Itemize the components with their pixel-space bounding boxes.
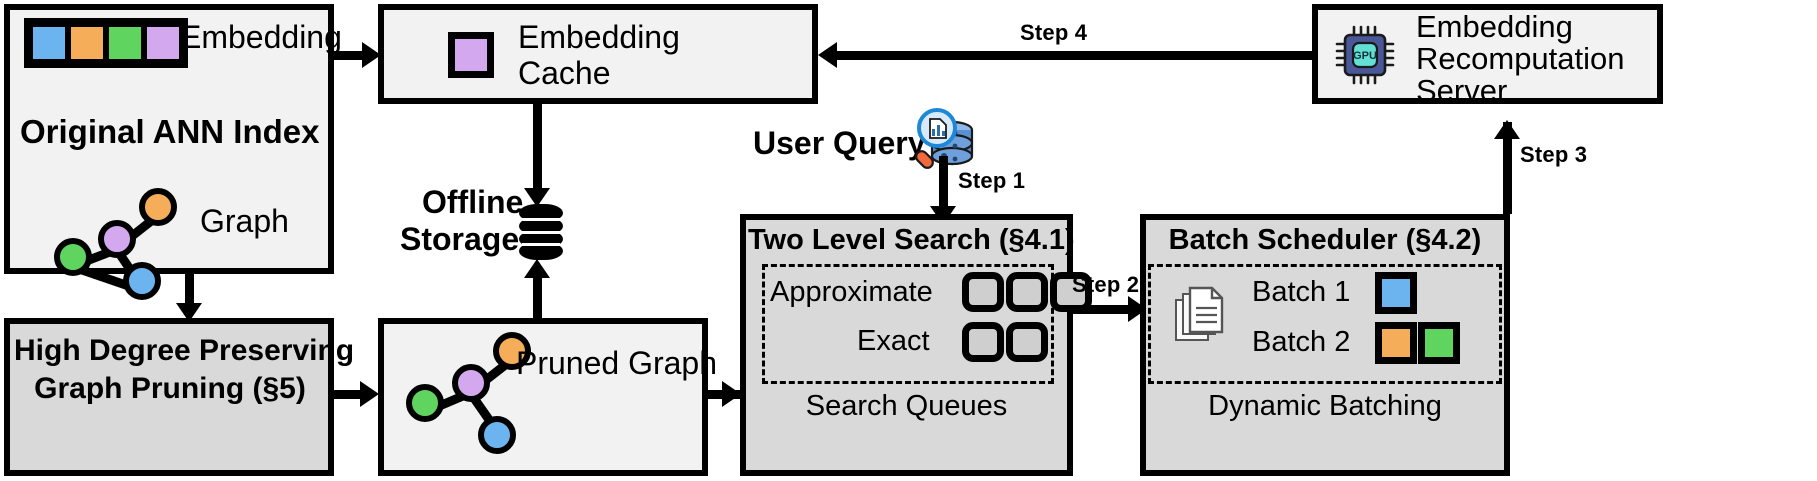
search-database-icon [915,108,974,169]
graph-node-blue [478,416,516,454]
arrow-pruned-to-storage-head [524,259,550,278]
approximate-queue-chips [962,272,1092,312]
dynamic-batching-dashed-region [1148,264,1502,384]
batch-1-swatch-blue [1375,272,1417,314]
gpu-chip-icon: GPU [1335,25,1395,85]
exact-row-label: Exact [857,325,930,357]
embedding-label: Embedding [180,19,342,55]
embedding-swatch-strip [24,18,188,68]
offline-storage-line1: Offline [422,184,524,220]
search-queues-dashed-region [762,264,1054,384]
database-cylinder-icon [519,204,563,260]
batch-2-label: Batch 2 [1252,326,1351,358]
embedding-swatch-orange [68,24,106,62]
batch-1-label: Batch 1 [1252,276,1351,308]
search-queues-caption: Search Queues [805,390,1008,422]
recomputation-server-line2: Recomputation [1416,41,1625,76]
queue-chip [962,322,1004,362]
approximate-row-label: Approximate [770,276,933,308]
pruned-graph-label: Pruned Graph [516,345,718,381]
recomputation-server-line1: Embedding [1416,9,1573,44]
dynamic-batching-caption: Dynamic Batching [1208,390,1442,422]
arrow-cache-to-storage-head [524,188,550,207]
queue-chip [1050,272,1092,312]
arrow-index-to-pruning-line [185,274,194,308]
step-3-label: Step 3 [1520,142,1588,167]
two-level-search-title: Two Level Search (§4.1) [748,224,1075,256]
cache-embedding-swatch [448,32,494,78]
arrow-pruning-to-pruned-head [360,381,379,407]
graph-label: Graph [200,203,289,239]
cyl-seam [521,231,561,234]
pruned-graph-widget [398,324,538,454]
embedding-swatch-blue [30,24,68,62]
arrow-pruned-to-storage-line [533,276,542,322]
original-index-graph [40,170,180,300]
graph-node-orange [493,332,531,370]
arrow-index-to-cache-line [334,51,370,60]
recomputation-server-line3: Server [1416,73,1508,108]
arrow-step4-line [836,51,1312,60]
step-2-label: Step 2 [1072,272,1140,297]
embedding-cache-line2: Cache [518,55,611,91]
arrow-step3-head [1494,120,1520,139]
graph-node-green [54,238,92,276]
arrow-pruned-to-search-head [722,381,741,407]
arrow-step2-line [1073,305,1141,314]
embedding-swatch-purple [144,24,182,62]
arrow-step4-head [818,42,837,68]
user-query-label: User Query [753,125,926,161]
arrow-index-to-pruning-head [176,303,202,322]
graph-pruning-line2: Graph Pruning (§5) [34,372,306,405]
cyl-seam [521,218,561,221]
arrow-step1-line [939,156,948,214]
graph-pruning-box [4,318,334,476]
batch-scheduler-title: Batch Scheduler (§4.2) [1168,224,1482,256]
graph-node-purple [452,364,490,402]
offline-storage-line2: Storage [400,221,520,257]
queue-chip [962,272,1004,312]
cyl-band [519,242,563,260]
step-4-label: Step 4 [1020,20,1088,45]
embedding-swatch-green [106,24,144,62]
queue-chip [1006,322,1048,362]
graph-pruning-line1: High Degree Preserving [14,334,355,367]
batch-2-swatch-orange [1375,322,1417,364]
graph-node-blue [123,262,161,300]
graph-node-purple [98,220,136,258]
embedding-cache-line1: Embedding [518,19,680,55]
gpu-icon-text: GPU [1353,50,1377,62]
graph-node-orange [139,188,177,226]
queue-chip [1006,272,1048,312]
exact-queue-chips [962,322,1048,362]
documents-stack-icon [1175,286,1224,341]
arrow-step3-line [1503,122,1512,214]
arrow-pruning-to-pruned-line [334,390,366,399]
batch-2-swatch-green [1418,322,1460,364]
cyl-seam [521,243,561,246]
arrow-cache-to-storage-line [533,104,542,194]
step-1-label: Step 1 [958,168,1026,193]
original-ann-index-title: Original ANN Index [20,113,320,150]
graph-node-green [406,384,444,422]
arrow-index-to-cache-head [362,42,381,68]
